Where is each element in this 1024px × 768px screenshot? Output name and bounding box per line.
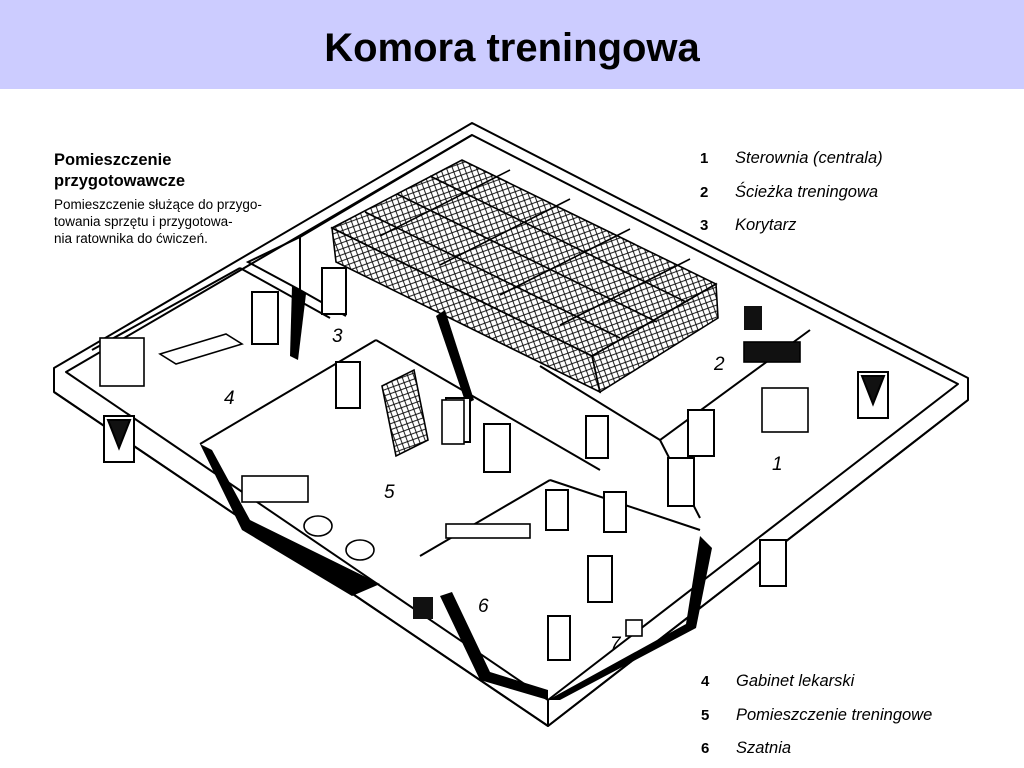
medical-table	[158, 333, 244, 365]
door	[483, 423, 511, 473]
door	[759, 539, 787, 587]
page-title: Komora treningowa	[324, 26, 700, 70]
legend-label: Szatnia	[736, 739, 792, 758]
windows	[103, 371, 889, 463]
legend-number: 1	[700, 150, 709, 168]
door	[321, 267, 347, 315]
legend-item: 4 Gabinet lekarski	[701, 665, 932, 699]
description-text-line: nia ratownika do ćwiczeń.	[54, 231, 208, 246]
room-description: Pomieszczenie przygotowawcze Pomieszczen…	[54, 150, 304, 247]
room-number-7: 7	[610, 634, 622, 655]
thick-walls	[200, 286, 712, 700]
legend-top: 1 Sterownia (centrala) 2 Ścieżka treningow…	[700, 142, 883, 243]
door	[667, 457, 695, 507]
exercise-bike	[303, 515, 333, 537]
door	[587, 555, 613, 603]
description-heading-line: przygotowawcze	[54, 172, 186, 190]
description-text: Pomieszczenie służące do przygo- towania…	[54, 196, 304, 247]
legend-item: 5 Pomieszczenie treningowe	[701, 699, 932, 733]
legend-number: 6	[701, 740, 710, 758]
control-panel	[743, 341, 801, 363]
legend-label: Gabinet lekarski	[736, 672, 855, 691]
legend-label: Ścieżka treningowa	[735, 182, 879, 201]
room-number-1: 1	[772, 454, 783, 475]
legend-number: 5	[701, 706, 710, 724]
description-heading: Pomieszczenie przygotowawcze	[54, 150, 304, 192]
legend-item: 2 Ścieżka treningowa	[700, 176, 883, 210]
title-bar: Komora treningowa	[0, 0, 1024, 89]
description-heading-line: Pomieszczenie	[54, 151, 172, 169]
door	[545, 489, 569, 531]
control-desk	[761, 387, 809, 433]
climbing-ladder	[381, 368, 429, 458]
training-bench	[241, 475, 309, 503]
room-number-5: 5	[384, 482, 395, 503]
legend-number: 4	[701, 673, 710, 691]
exercise-bike	[345, 539, 375, 561]
legend-item: 1 Sterownia (centrala)	[700, 142, 883, 176]
door	[687, 409, 715, 457]
legend-item: 3 Korytarz	[700, 209, 883, 243]
room-number-2: 2	[713, 354, 725, 375]
legend-label: Sterownia (centrala)	[735, 149, 883, 168]
legend-label: Korytarz	[735, 216, 797, 235]
room-number-4: 4	[224, 388, 235, 409]
room-number-3: 3	[332, 326, 343, 347]
medical-cabinet	[99, 337, 145, 387]
training-cage	[330, 159, 719, 394]
description-text-line: Pomieszczenie służące do przygo-	[54, 197, 262, 212]
description-text-line: towania sprzętu i przygotowa-	[54, 214, 233, 229]
legend-item: 6 Szatnia	[701, 732, 932, 766]
legend-bottom: 4 Gabinet lekarski 5 Pomieszczenie trening…	[701, 665, 932, 766]
equipment-locker	[441, 399, 465, 445]
gear-rack	[445, 523, 531, 539]
door	[335, 361, 361, 409]
room-number-6: 6	[478, 596, 489, 617]
wall-vent	[744, 306, 762, 330]
legend-number: 3	[700, 217, 709, 235]
room-equipment	[99, 333, 809, 637]
wall-vent	[413, 597, 433, 619]
door	[585, 415, 609, 459]
door	[251, 291, 279, 345]
box	[625, 619, 643, 637]
legend-number: 2	[700, 183, 709, 201]
door	[547, 615, 571, 661]
legend-label: Pomieszczenie treningowe	[736, 705, 933, 724]
door	[603, 491, 627, 533]
